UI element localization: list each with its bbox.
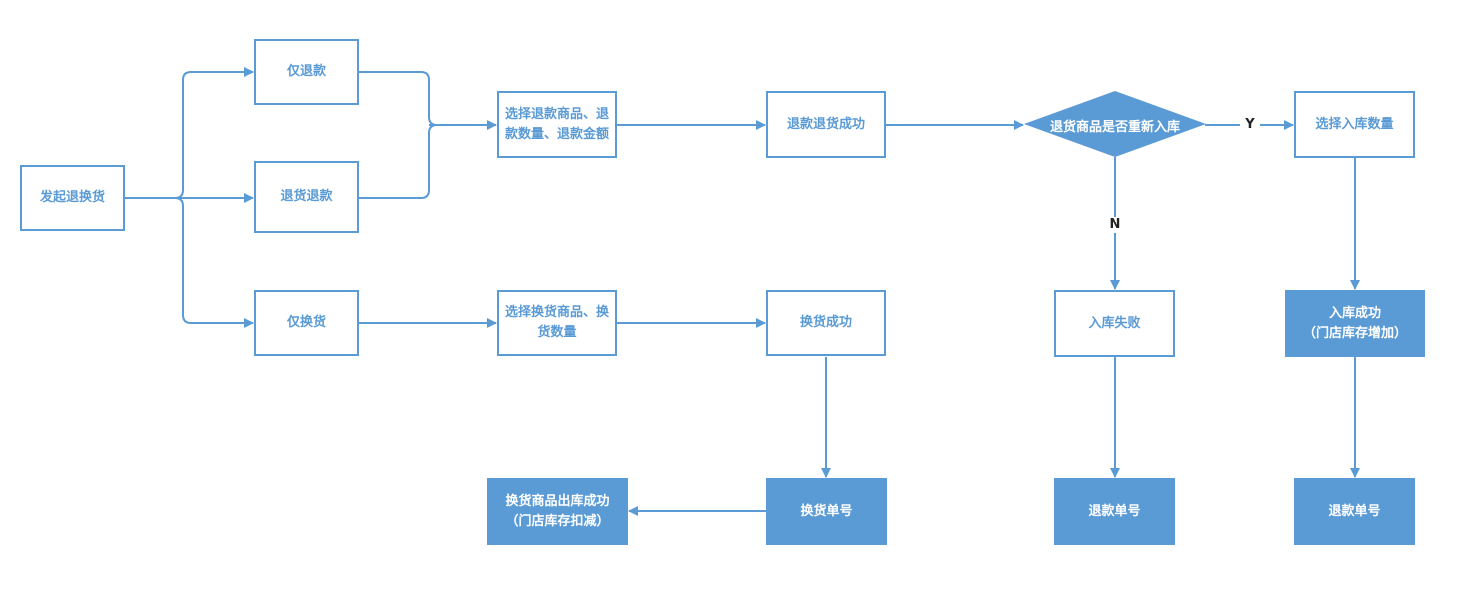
edge-refund-only-merge [359,71,438,126]
node-exchange-outbound: 换货商品出库成功 （门店库存扣减） [487,478,628,545]
node-return-success: 退款退货成功 [766,91,886,158]
node-start: 发起退换货 [20,165,125,231]
edge-label-no: N [1105,217,1125,233]
node-exchange-only: 仅换货 [254,290,359,356]
edge-start-to-refund-only [174,67,254,199]
edge-start-to-exchange-only [174,197,254,328]
node-refund-order-yes-branch: 退款单号 [1294,478,1415,545]
node-exchange-order: 换货单号 [766,478,887,545]
node-exchange-success: 换货成功 [766,290,886,356]
node-select-exchange-items: 选择换货商品、换货数量 [497,290,617,356]
edge-label-yes: Y [1240,117,1260,133]
node-refund-only: 仅退款 [254,39,359,105]
node-stock-success: 入库成功 （门店库存增加） [1285,290,1425,357]
node-refund-order-no-branch: 退款单号 [1054,478,1175,545]
decision-diamond-shape [1024,91,1206,157]
node-stock-failed: 入库失败 [1054,290,1175,357]
node-select-stock-qty: 选择入库数量 [1294,91,1415,158]
node-return-refund: 退货退款 [254,161,359,233]
edge-return-refund-merge [359,124,438,199]
node-select-refund-items: 选择退款商品、退款数量、退款金额 [497,91,617,158]
node-decision-restock: 退货商品是否重新入库 [1049,119,1180,135]
